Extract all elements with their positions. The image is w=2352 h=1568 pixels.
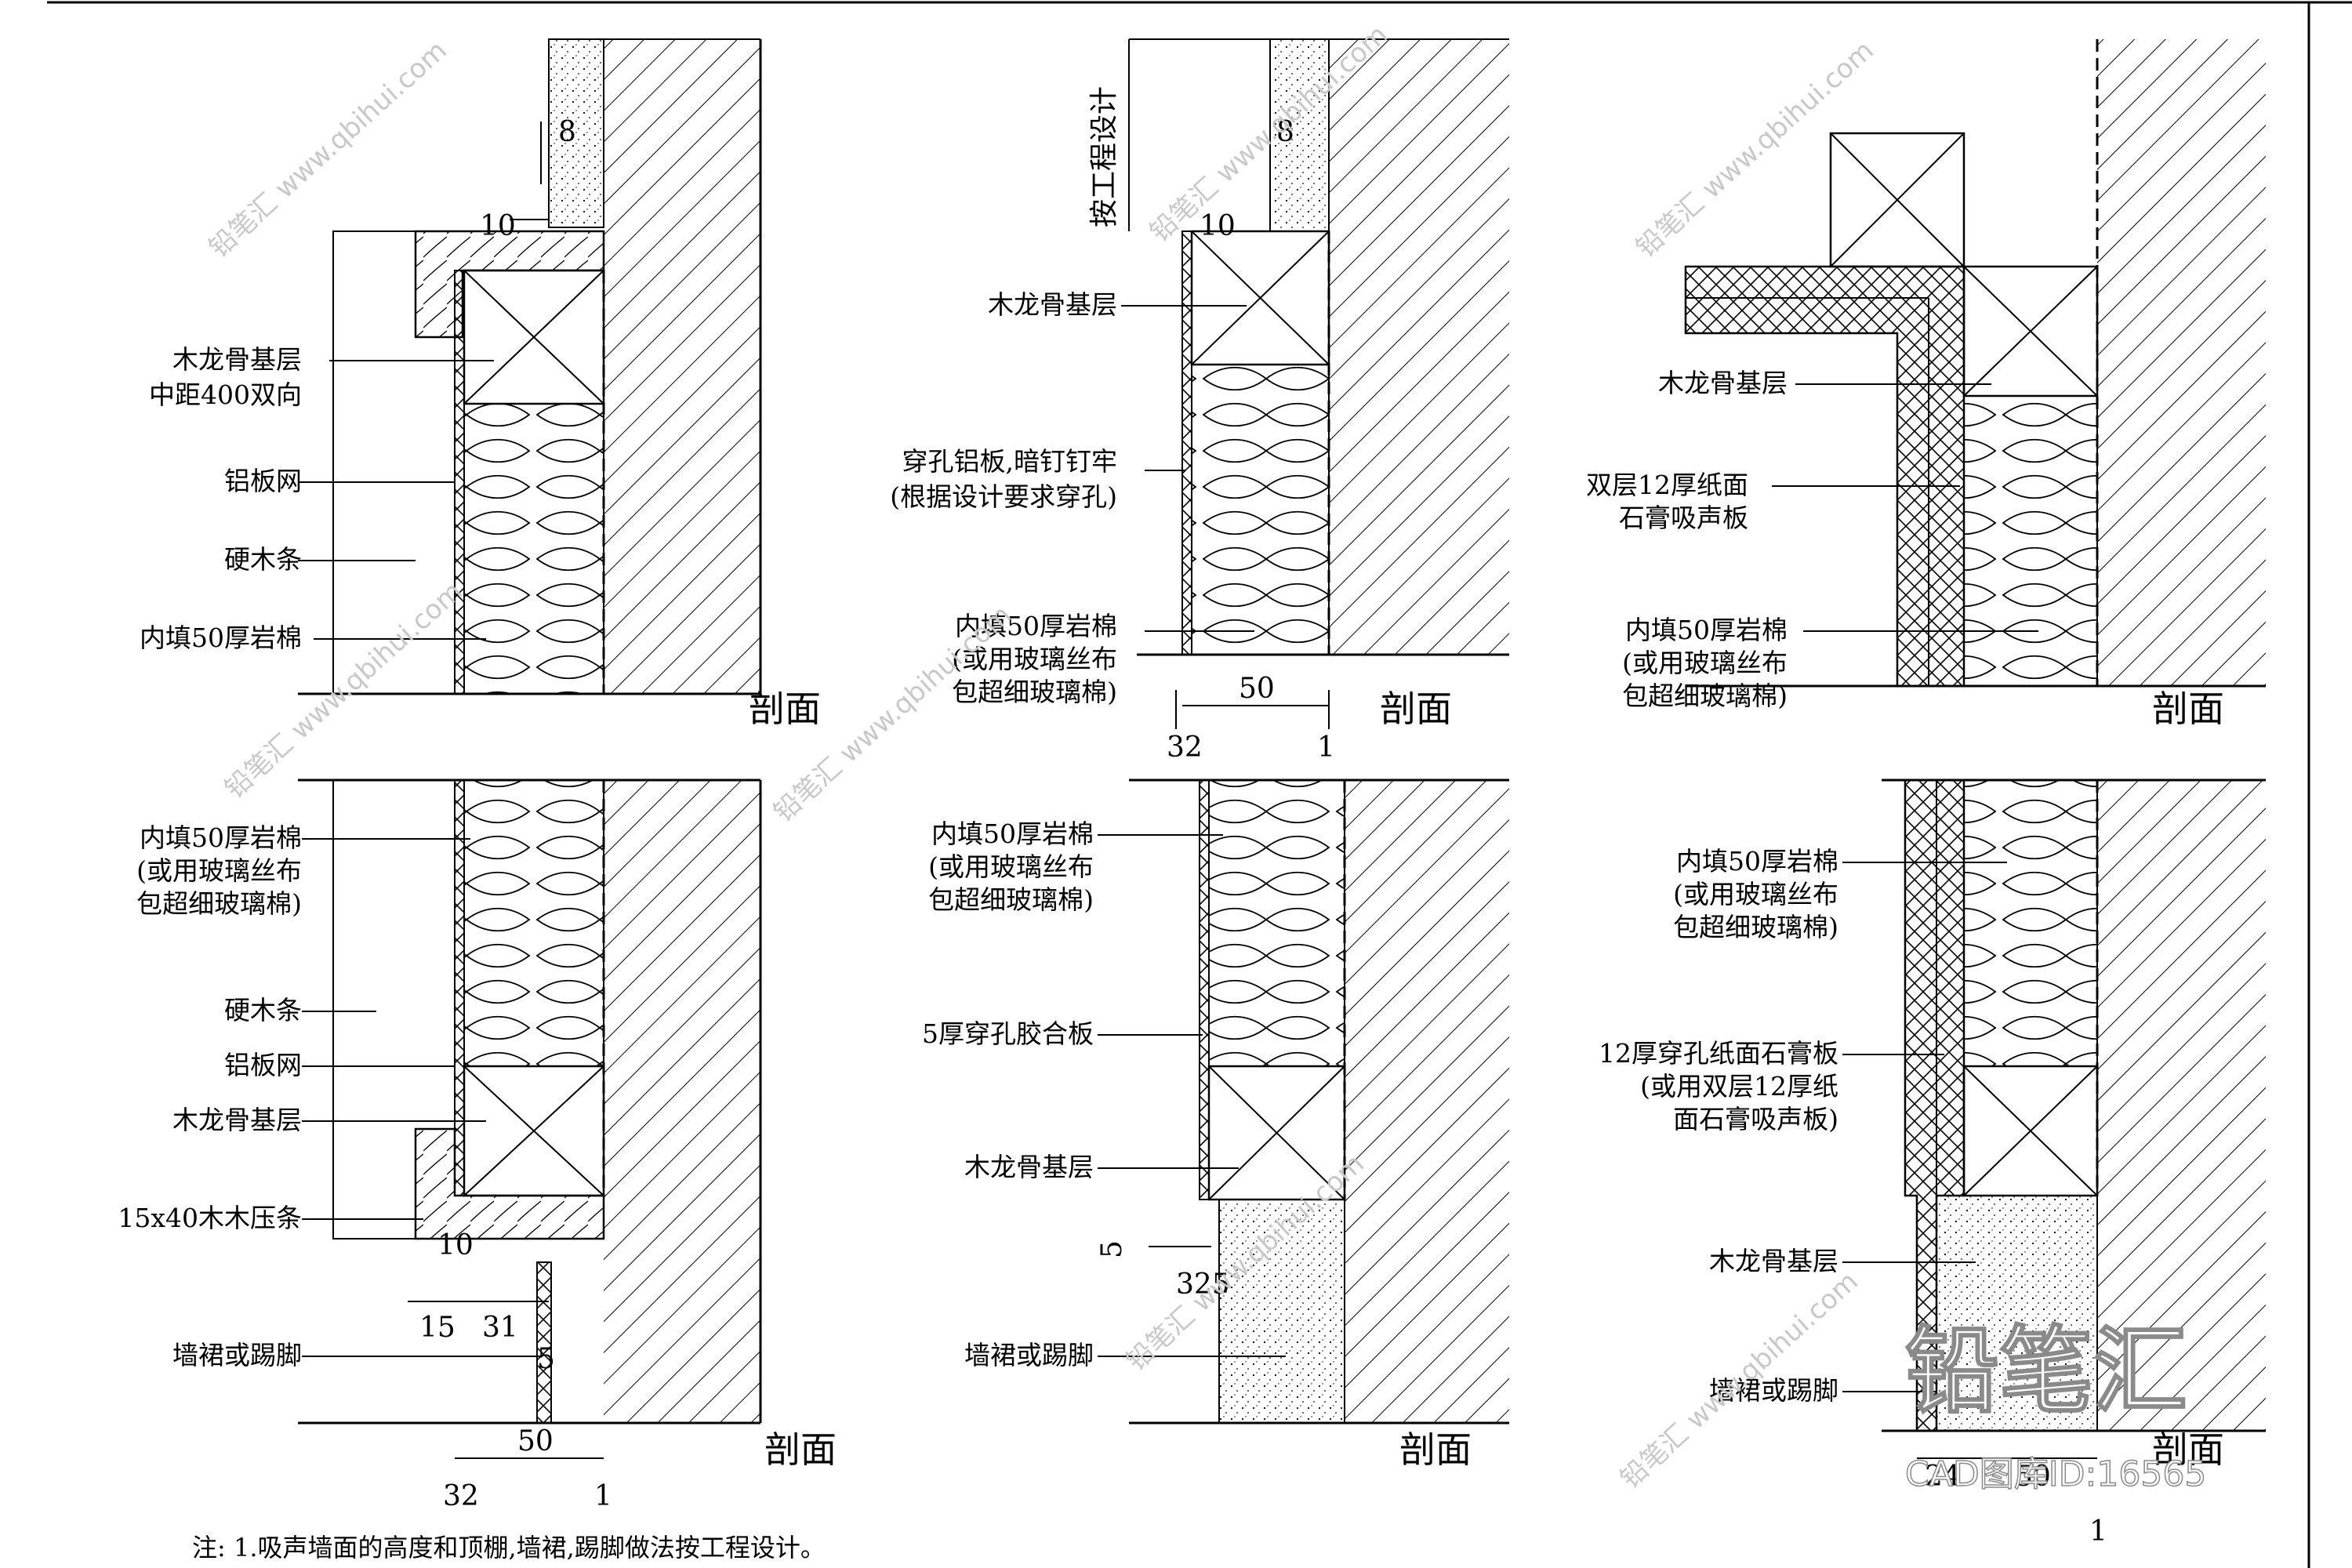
label: 石膏吸声板: [1619, 503, 1748, 533]
label: 双层12厚纸面: [1586, 470, 1748, 500]
label: (根据设计要求穿孔): [890, 481, 1117, 512]
label: (或用双层12厚纸: [1640, 1071, 1838, 1102]
rock-wool: [1963, 779, 2098, 1067]
label: 包超细玻璃棉): [1622, 681, 1788, 711]
rock-wool: [1191, 364, 1330, 655]
dim-text: 5: [537, 1343, 555, 1375]
label: 内填50厚岩棉: [955, 611, 1117, 641]
rock-wool: [463, 403, 604, 695]
section-label: 剖面: [1399, 1428, 1472, 1471]
dim-text: 50: [2015, 1461, 2051, 1493]
label: 墙裙或踢脚: [1709, 1375, 1838, 1406]
dim-text: 32: [1167, 731, 1203, 764]
dim-text: 1: [1317, 731, 1335, 764]
label: 包超细玻璃棉): [928, 884, 1094, 915]
panel-3: 木龙骨基层 双层12厚纸面 石膏吸声板 内填50厚岩棉 (或用玻璃丝布 包超细玻…: [1586, 39, 2266, 730]
label: 穿孔铝板,暗钉钉牢: [902, 446, 1118, 477]
label: 木龙骨基层: [1658, 368, 1788, 398]
section-label: 剖面: [2152, 688, 2224, 730]
dim-text: 5: [1096, 1240, 1128, 1258]
dim-text: 50: [517, 1425, 554, 1457]
label: 内填50厚岩棉: [1676, 846, 1838, 877]
label: 中距400双向: [149, 379, 302, 410]
panel-2: 木龙骨基层 穿孔铝板,暗钉钉牢 (根据设计要求穿孔) 内填50厚岩棉 (或用玻璃…: [890, 38, 1509, 764]
dim-text: 10: [1200, 210, 1236, 242]
section-label: 剖面: [749, 688, 821, 730]
label: 硬木条: [224, 544, 302, 575]
dim-text: 1: [2089, 1515, 2107, 1548]
label: 内填50厚岩棉: [931, 818, 1094, 849]
label: 木龙骨基层: [964, 1152, 1094, 1182]
dim-text: 50: [1239, 673, 1275, 705]
concrete-wall: [1345, 780, 1509, 1423]
label: (或用玻璃丝布: [928, 851, 1094, 882]
rock-wool: [463, 779, 604, 1067]
label: 木龙骨基层: [988, 289, 1117, 320]
frame: [47, 1, 2352, 1568]
svg-text:铅笔汇 www.qbihui.com: 铅笔汇 www.qbihui.com: [1630, 34, 1879, 263]
panel-5: 内填50厚岩棉 (或用玻璃丝布 包超细玻璃棉) 5厚穿孔胶合板 木龙骨基层 墙裙…: [922, 779, 1509, 1471]
label: 15x40木木压条: [118, 1203, 302, 1233]
concrete-wall: [604, 780, 760, 1423]
panel-1: 木龙骨基层 中距400双向 铝板网 硬木条 内填50厚岩棉 8 10 剖面: [140, 38, 821, 730]
section-label: 剖面: [764, 1428, 837, 1471]
dim-text: 31: [482, 1312, 518, 1344]
label: 包超细玻璃棉): [952, 677, 1117, 707]
concrete-wall: [1329, 39, 1509, 655]
dim-text: 10: [480, 210, 516, 242]
label: 12厚穿孔纸面石膏板: [1599, 1038, 1838, 1069]
label: 铝板网: [224, 1050, 302, 1080]
label: (或用玻璃丝布: [136, 855, 302, 886]
dim-text: 按工程设计: [1088, 86, 1120, 227]
rock-wool: [1208, 779, 1345, 1067]
panel-6: 内填50厚岩棉 (或用玻璃丝布 包超细玻璃棉) 12厚穿孔纸面石膏板 (或用双层…: [1599, 779, 2266, 1548]
svg-text:CAD图库ID:16565: CAD图库ID:16565: [1905, 1454, 2206, 1494]
label: (或用玻璃丝布: [1673, 879, 1838, 909]
section-label: 剖面: [2152, 1428, 2224, 1471]
label: 包超细玻璃棉): [1673, 912, 1838, 942]
concrete-wall: [2097, 780, 2266, 1431]
section-label: 剖面: [1380, 688, 1452, 730]
label: 墙裙或踢脚: [964, 1340, 1094, 1370]
note: 注: 1.吸声墙面的高度和顶棚,墙裙,踢脚做法按工程设计。: [192, 1533, 826, 1563]
panel-4: 内填50厚岩棉 (或用玻璃丝布 包超细玻璃棉) 硬木条 铝板网 木龙骨基层 15…: [118, 779, 837, 1512]
skirting: [1218, 1199, 1345, 1424]
svg-text:铅笔汇 www.qbihui.com: 铅笔汇 www.qbihui.com: [219, 575, 468, 804]
dim-text: 1: [594, 1480, 612, 1512]
label: 内填50厚岩棉: [140, 822, 302, 853]
label: 5厚穿孔胶合板: [922, 1018, 1094, 1049]
dim-text: 32: [443, 1480, 479, 1512]
label: 木龙骨基层: [172, 1105, 302, 1135]
label: (或用玻璃丝布: [1622, 648, 1788, 678]
dim-text: 8: [558, 116, 576, 148]
label: 内填50厚岩棉: [1625, 615, 1788, 645]
dim-text: 10: [437, 1229, 474, 1261]
dim-text: 8: [1276, 116, 1294, 148]
skirting: [1936, 1195, 2098, 1432]
dim-text: 24: [1925, 1461, 1961, 1493]
label: 内填50厚岩棉: [140, 622, 302, 653]
svg-text:铅笔汇: 铅笔汇: [1905, 1317, 2187, 1426]
svg-text:铅笔汇 www.qbihui.com: 铅笔汇 www.qbihui.com: [203, 34, 452, 263]
label: 硬木条: [224, 995, 302, 1025]
label: 木龙骨基层: [1709, 1246, 1838, 1276]
label: 包超细玻璃棉): [136, 888, 302, 919]
label: (或用玻璃丝布: [952, 644, 1117, 674]
rock-wool: [1963, 395, 2098, 687]
label: 铝板网: [224, 466, 302, 496]
concrete-wall: [2097, 39, 2266, 686]
label: 墙裙或踢脚: [172, 1340, 302, 1370]
dim-text: 15: [419, 1312, 456, 1344]
concrete-wall: [604, 39, 760, 694]
label: 木龙骨基层: [172, 344, 302, 375]
label: 面石膏吸声板): [1673, 1104, 1838, 1134]
dim-text: 325: [1176, 1269, 1230, 1301]
